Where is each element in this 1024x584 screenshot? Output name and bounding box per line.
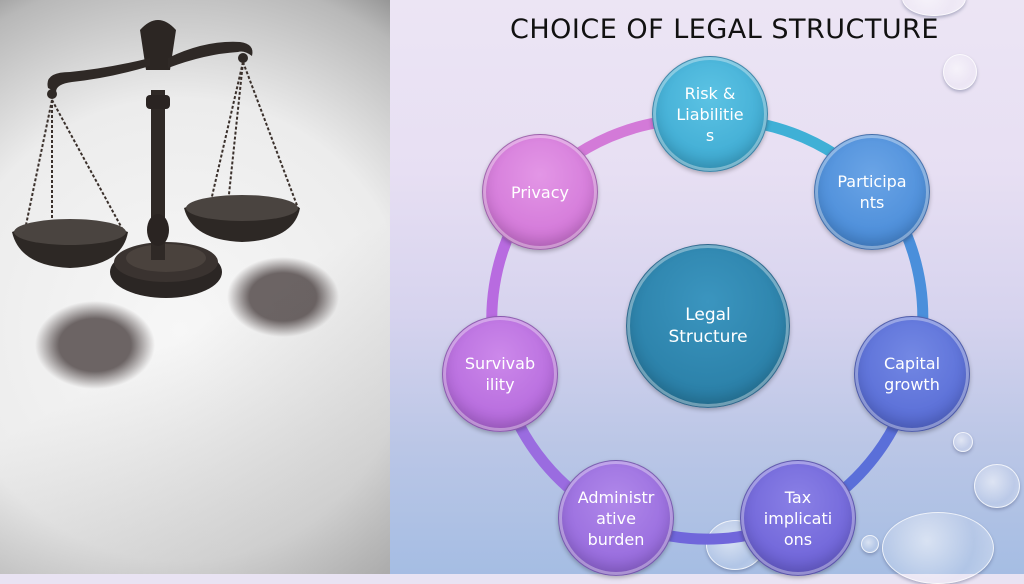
water-droplet-icon (943, 54, 977, 90)
node-label: Administr ative burden (577, 487, 655, 549)
node-label: Risk & Liabilitie s (676, 83, 744, 145)
water-droplet-icon (974, 464, 1020, 508)
node-tax-implications: Tax implicati ons (740, 460, 856, 576)
node-label: Privacy (511, 182, 569, 202)
node-label: Tax implicati ons (763, 487, 833, 549)
slide-panel: CHOICE OF LEGAL STRUCTURE Legal Structur… (390, 0, 1024, 584)
slide-title: CHOICE OF LEGAL STRUCTURE (510, 14, 939, 45)
node-label: Survivab ility (464, 354, 536, 394)
node-administrative-burden: Administr ative burden (558, 460, 674, 576)
scales-of-justice-photo (0, 0, 390, 574)
node-participants: Participa nts (814, 134, 930, 250)
water-droplet-icon (882, 512, 994, 584)
node-label: Legal Structure (668, 305, 748, 347)
node-survivability: Survivab ility (442, 316, 558, 432)
node-privacy: Privacy (482, 134, 598, 250)
water-droplet-icon (953, 432, 973, 452)
node-label: Participa nts (837, 172, 907, 212)
node-risk-liabilities: Risk & Liabilitie s (652, 56, 768, 172)
diagram-center-legal-structure: Legal Structure (626, 244, 790, 408)
water-droplet-icon (861, 535, 879, 553)
node-capital-growth: Capital growth (854, 316, 970, 432)
scales-icon (12, 20, 300, 298)
node-label: Capital growth (883, 354, 941, 394)
